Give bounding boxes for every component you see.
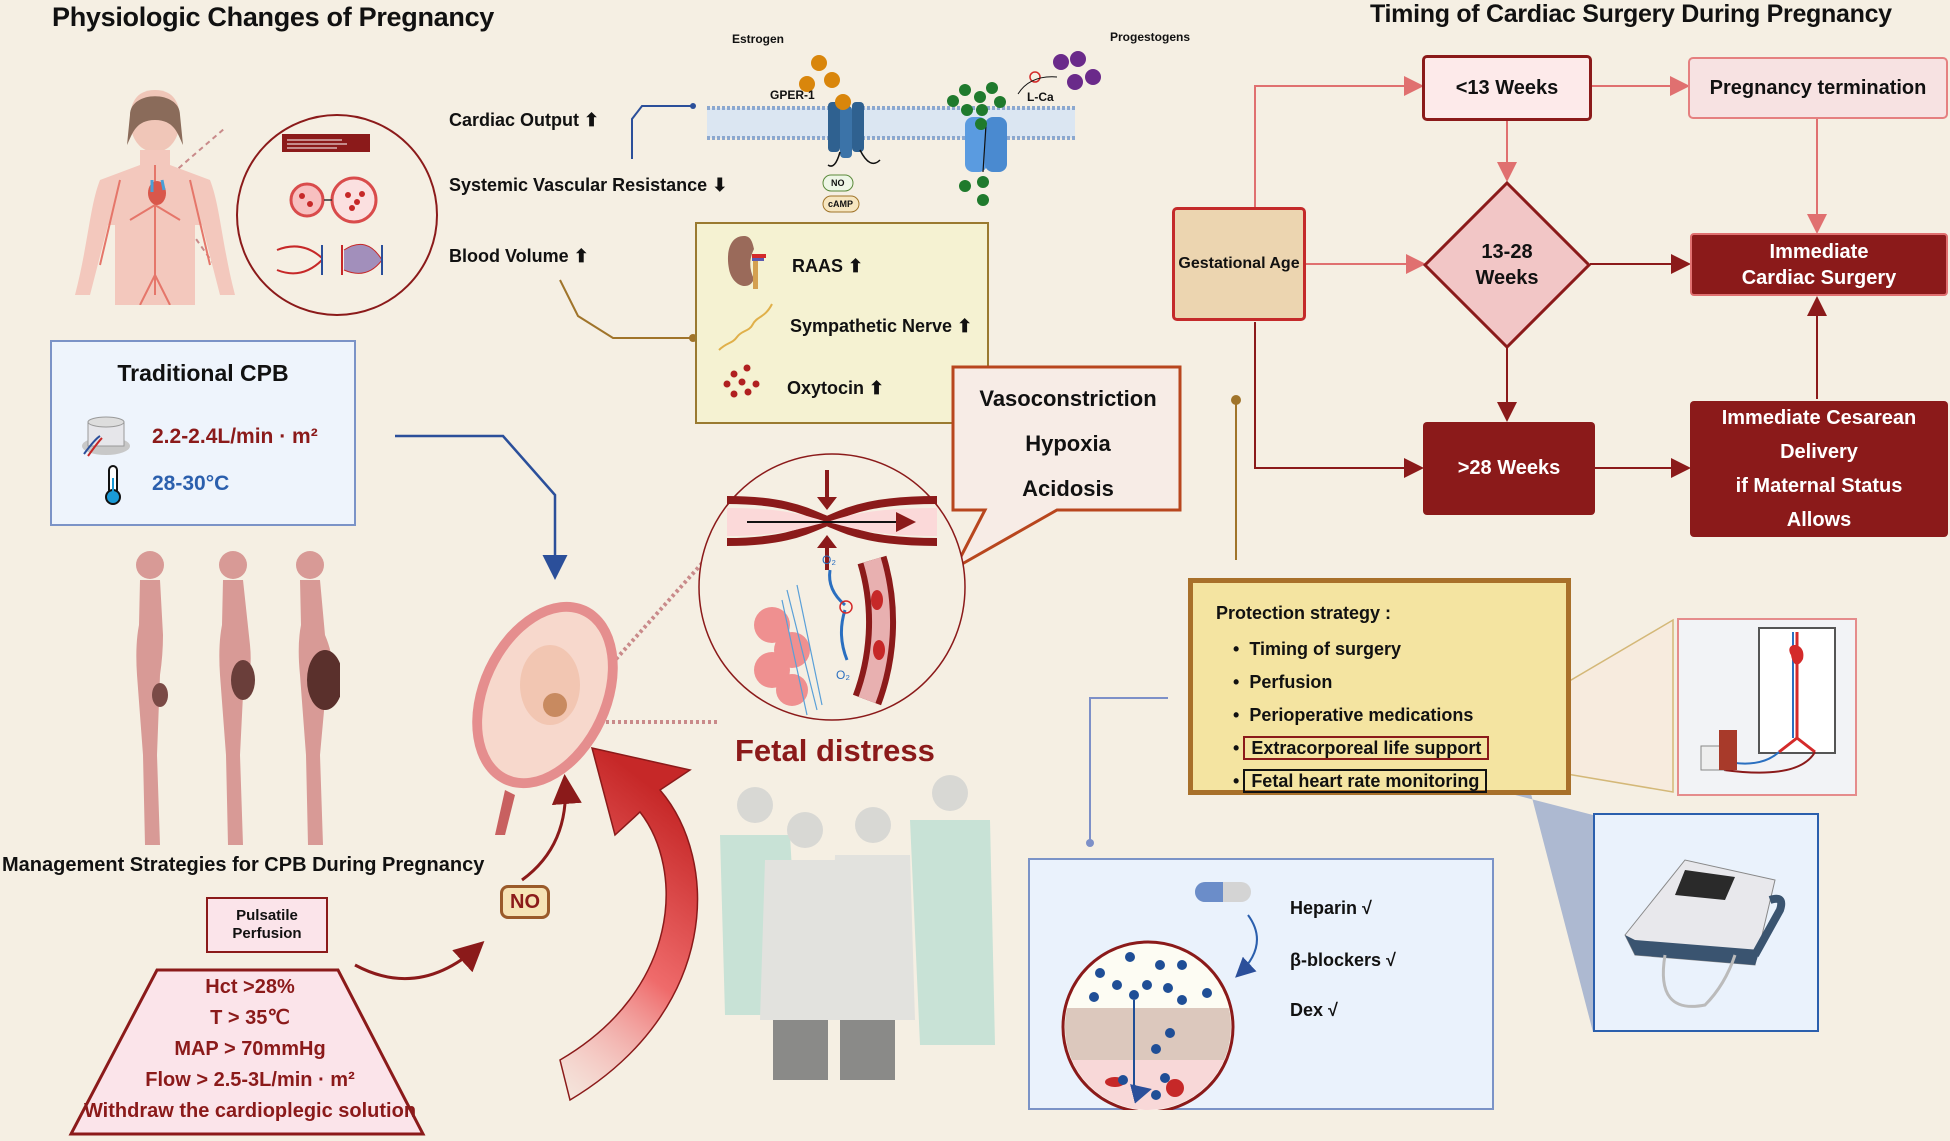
thermometer-icon	[105, 465, 121, 505]
mid-weeks-diamond	[1422, 180, 1592, 350]
oxygenator-icon	[82, 416, 130, 457]
kidney-icon	[727, 236, 766, 289]
big-red-arrow	[559, 746, 699, 1102]
target-cardioplegia: Withdraw the cardioplegic solution	[83, 1100, 417, 1122]
medications-box: Heparin √ β-blockers √ Dex √	[1028, 858, 1494, 1110]
fetal-monitor-image-box	[1593, 813, 1819, 1032]
ecmo-image-box	[1677, 618, 1857, 796]
physiology-zoom-circle	[236, 114, 438, 316]
factor-raas: RAAS ⬆	[792, 256, 864, 276]
cpb-temp-value: 28-30°C	[152, 472, 230, 495]
woman-late	[296, 551, 333, 845]
med-beta-blockers: β-blockers √	[1290, 950, 1396, 970]
arrow-down-icon: ⬇	[712, 175, 728, 195]
effect-hypoxia: Hypoxia	[1025, 431, 1111, 456]
pregnancy-progression-figures	[136, 551, 340, 845]
protection-item-ecls: •Extracorporeal life support	[1233, 732, 1490, 765]
ecmo-circuit-icon	[1700, 627, 1836, 774]
o2-label-top: O₂	[822, 553, 836, 567]
timing-title: Timing of Cardiac Surgery During Pregnan…	[1370, 0, 1892, 28]
physiology-title: Physiologic Changes of Pregnancy	[52, 2, 495, 32]
estrogen-label: Estrogen	[732, 32, 785, 46]
uterus-fetus-icon	[472, 601, 618, 835]
change-cardiac-output: Cardiac Output ⬆	[449, 110, 600, 130]
effects-callout-shape	[951, 365, 1182, 572]
hormonal-factors-box: RAAS ⬆ Sympathetic Nerve ⬆ Oxytocin ⬆	[695, 222, 989, 424]
woman-early	[136, 551, 164, 845]
gestational-age-node: Gestational Age	[1172, 207, 1306, 321]
oxytocin-dots-icon	[723, 364, 760, 398]
lt13-weeks-node: <13 Weeks	[1422, 55, 1592, 121]
nurse-right	[910, 775, 995, 1045]
target-flow: Flow > 2.5-3L/min · m²	[145, 1069, 355, 1091]
change-svr: Systemic Vascular Resistance ⬇	[449, 175, 728, 195]
gt28-weeks-node: >28 Weeks	[1423, 422, 1595, 515]
cpb-to-uterus-connector	[395, 434, 568, 580]
protection-item: • Timing of surgery	[1233, 639, 1402, 659]
protection-item: • Perioperative medications	[1233, 705, 1474, 725]
cardiac-output-connector	[631, 105, 693, 159]
arrow-up-icon: ⬆	[584, 110, 600, 130]
cesarean-delivery-node: Immediate Cesarean Delivery if Maternal …	[1690, 401, 1948, 537]
med-dex: Dex √	[1290, 1000, 1338, 1020]
progestogens-label: Progestogens	[1110, 30, 1191, 44]
no-badge: NO	[500, 885, 550, 919]
factor-oxytocin: Oxytocin ⬆	[787, 378, 885, 398]
fetal-distress-label: Fetal distress	[735, 733, 935, 768]
change-blood-volume: Blood Volume ⬆	[449, 246, 589, 266]
management-title: Management Strategies for CPB During Pre…	[2, 854, 485, 876]
nerve-icon	[718, 303, 773, 351]
camp-label: cAMP	[828, 199, 854, 209]
o2-label-bottom: O₂	[836, 668, 850, 682]
gper-label: GPER-1	[770, 88, 815, 102]
doctor-right	[830, 807, 915, 1080]
protection-list: • Timing of surgery • Perfusion • Periop…	[1233, 633, 1490, 798]
membrane-receptor-diagram	[707, 51, 1101, 213]
no-label: NO	[831, 178, 845, 188]
arrow-up-icon: ⬆	[848, 256, 864, 276]
immediate-cardiac-surgery-node: Immediate Cardiac Surgery	[1690, 233, 1948, 296]
management-targets: Hct >28% T > 35℃ MAP > 70mmHg Flow > 2.5…	[80, 972, 420, 1127]
effects-callout: Vasoconstriction Hypoxia Acidosis	[953, 376, 1183, 511]
mid-weeks-node: 13-28 Weeks	[1475, 241, 1539, 289]
doctor-left	[760, 812, 850, 1080]
effect-acidosis: Acidosis	[1022, 476, 1114, 501]
blood-volume-connector	[559, 279, 693, 339]
drug-absorption-illustration	[1061, 882, 1258, 1110]
traditional-cpb-title: Traditional CPB	[117, 360, 289, 386]
lca-label: L-Ca	[1027, 90, 1054, 104]
woman-mid	[219, 551, 251, 845]
vessel-constriction-circle	[698, 453, 966, 721]
fetal-doppler-monitor-icon	[1624, 859, 1786, 1008]
traditional-cpb-box: Traditional CPB 2.2-2.4L/min · m² 28-30°…	[50, 340, 356, 526]
factor-sympathetic: Sympathetic Nerve ⬆	[790, 316, 973, 336]
management-targets-trapezoid	[68, 968, 426, 1136]
cpb-flow-value: 2.2-2.4L/min · m²	[152, 425, 318, 448]
arrow-up-icon: ⬆	[573, 246, 589, 266]
protection-strategy-box: Protection strategy : • Timing of surger…	[1188, 578, 1571, 795]
pregnancy-termination-node: Pregnancy termination	[1688, 57, 1948, 119]
protection-item: • Perfusion	[1233, 672, 1333, 692]
protection-title: Protection strategy :	[1216, 603, 1392, 623]
arrow-up-icon: ⬆	[957, 316, 973, 336]
protection-item-fhr: •Fetal heart rate monitoring	[1233, 765, 1489, 798]
pulsatile-perfusion-box: Pulsatile Perfusion	[206, 897, 328, 953]
med-heparin: Heparin √	[1290, 898, 1372, 918]
target-temp: T > 35℃	[210, 1007, 290, 1029]
target-hct: Hct >28%	[205, 976, 295, 998]
arrow-up-icon: ⬆	[869, 378, 885, 398]
woman-circulation-figure	[75, 90, 235, 305]
effect-vasoconstriction: Vasoconstriction	[979, 386, 1157, 411]
target-map: MAP > 70mmHg	[174, 1038, 326, 1060]
medical-team-figure	[720, 775, 995, 1080]
